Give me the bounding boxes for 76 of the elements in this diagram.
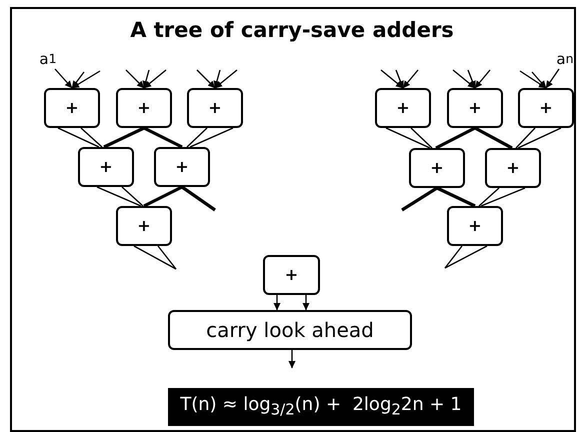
arrow [142,70,150,88]
connector-line [80,128,102,148]
connector-line [190,127,234,148]
connector-line [143,126,183,148]
adder-box [78,147,134,187]
arrow [520,70,546,89]
adder-symbol: + [284,266,298,284]
adder-box [409,148,465,188]
connector-line [444,245,488,269]
connector-line [386,127,430,149]
lookahead-box [168,310,412,350]
connector-line [435,126,476,150]
arrow [302,295,310,310]
adder-box [263,255,320,295]
adder-symbol: + [396,99,410,117]
adder-box [187,88,243,128]
adder-symbol: + [208,99,222,117]
adder-box [485,148,541,188]
arrow [72,70,100,89]
arrow [144,70,166,88]
adder-symbol: + [99,158,113,176]
adder-symbol: + [468,217,482,235]
adder-symbol: + [539,99,553,117]
arrow [126,70,144,88]
connector-line [436,186,476,208]
arrow [71,72,85,88]
arrow [288,350,296,368]
connector-line [122,186,144,206]
connector-line [480,187,526,207]
adder-box [116,88,172,128]
arrow [545,68,560,88]
arrow [402,70,418,88]
adder-box [518,88,574,128]
arrow [452,70,476,88]
arrow [214,70,238,88]
formula-band [168,388,474,426]
connector-line [474,126,513,150]
connector-line [58,127,100,148]
adder-symbol: + [468,99,482,117]
adder-box [154,147,210,187]
arrow [380,70,404,88]
connector-line [518,127,562,149]
arrow [474,70,490,88]
adder-box [44,88,100,128]
adder-symbol: + [175,158,189,176]
adder-box [375,88,431,128]
connector-line [444,246,463,268]
adder-symbol: + [137,99,151,117]
connector-line [157,246,177,270]
connector-line [478,188,500,206]
adder-box [447,206,503,246]
adder-symbol: + [65,99,79,117]
connector-line [516,128,536,148]
connector-line [186,128,208,148]
title: A tree of carry-save adders [129,18,455,42]
lookahead-label: carry look ahead [206,319,374,341]
connector-line [103,126,145,148]
connector-line [143,186,183,208]
adder-box [116,206,172,246]
arrow [54,68,72,88]
arrow [532,72,546,88]
formula-text: T(n) ≈ log$_{3/2}$(n) + 2log$_{2}$2n + 1 [180,395,462,419]
arrow [395,70,404,88]
adder-box [447,88,503,128]
connector-line [134,245,176,270]
arrow [467,70,476,88]
adder-symbol: + [506,159,520,177]
connector-line [181,186,216,212]
arrow [196,70,216,88]
adder-symbol: + [137,217,151,235]
adder-symbol: + [430,159,444,177]
connector-line [96,186,142,207]
connector-line [401,186,438,212]
arrow [274,295,280,310]
arrow [214,70,221,88]
connector-line [410,128,432,148]
